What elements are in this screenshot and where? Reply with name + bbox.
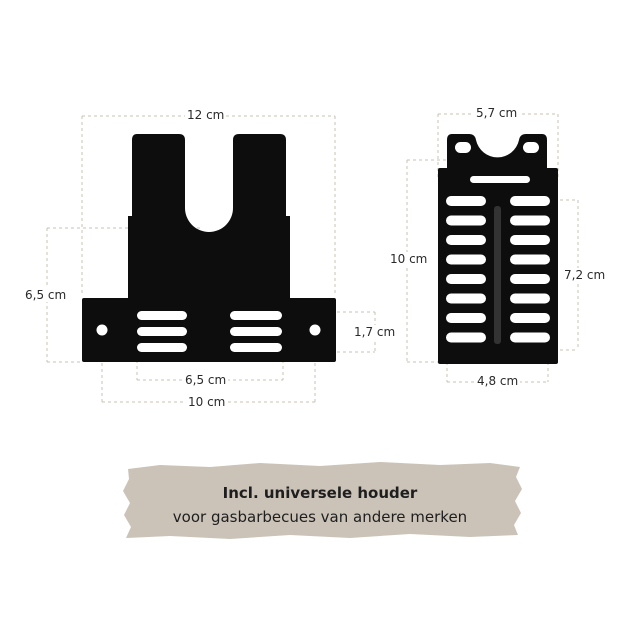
- right-bracket-slot: [510, 313, 550, 323]
- right-bracket-slot: [510, 235, 550, 245]
- right-bracket-center-rib: [494, 206, 501, 344]
- right-bracket-slots: [446, 196, 550, 343]
- left-height-label: 6,5 cm: [23, 288, 69, 302]
- right-bracket-slot: [446, 274, 486, 284]
- right-height-label: 10 cm: [388, 252, 430, 266]
- left-bracket-holes: [96, 311, 321, 352]
- right-bracket-slot: [446, 235, 486, 245]
- left-slot-width-label: 6,5 cm: [183, 373, 229, 387]
- right-bracket-slot: [510, 196, 550, 206]
- right-bracket-slot: [446, 196, 486, 206]
- right-bracket-slot: [446, 313, 486, 323]
- right-width-top-label: 5,7 cm: [474, 106, 520, 120]
- right-bracket-slot: [446, 332, 486, 343]
- right-bracket-slot: [510, 274, 550, 284]
- banner-title: Incl. universele houder: [222, 484, 418, 502]
- right-bracket-holes: [455, 142, 539, 344]
- right-width-bottom-label: 4,8 cm: [475, 374, 521, 388]
- right-bracket-slot: [510, 215, 550, 226]
- banner-subtitle: voor gasbarbecues van andere merken: [172, 508, 468, 526]
- left-bracket: [82, 134, 336, 362]
- right-bracket-slot: [446, 254, 486, 265]
- left-width-top-label: 12 cm: [185, 108, 227, 122]
- left-bracket-u-body: [128, 134, 290, 298]
- right-bracket-slot: [510, 293, 550, 304]
- paint-stroke-banner: [123, 462, 522, 539]
- right-bracket-slot: [510, 332, 550, 343]
- right-bracket-slot: [510, 254, 550, 265]
- right-bracket-top-tab: [447, 134, 547, 168]
- right-height-right-label: 7,2 cm: [562, 268, 608, 282]
- left-slot-height-label: 1,7 cm: [352, 325, 398, 339]
- right-bracket-slot: [446, 293, 486, 304]
- left-bracket-base-plate: [82, 298, 336, 362]
- right-bracket-slot: [446, 215, 486, 226]
- left-plate-width-label: 10 cm: [186, 395, 228, 409]
